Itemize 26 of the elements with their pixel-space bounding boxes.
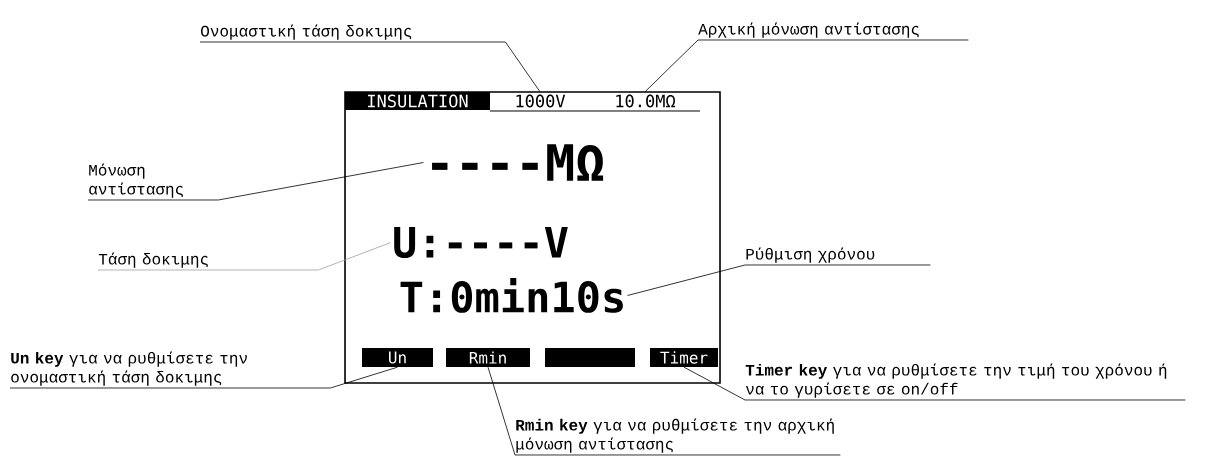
callout-text: Ρύθμιση χρόνου <box>746 247 875 263</box>
leader-line <box>487 366 841 456</box>
leader-line <box>683 366 1186 401</box>
header-value: 10.0MΩ <box>616 94 676 108</box>
leader-line <box>9 366 398 389</box>
leader-line <box>627 264 931 296</box>
header-value: 1000V <box>516 94 566 108</box>
soft-key: Timer <box>650 348 718 367</box>
callout-text: Μόνωση αντίστασης <box>89 163 183 198</box>
soft-key: Rmin <box>446 348 530 367</box>
leader-line <box>644 39 969 93</box>
readout-value: U:----V <box>394 226 568 259</box>
soft-key <box>545 348 635 367</box>
callout-text: Αρχική μόνωση αντίστασης <box>698 22 919 38</box>
leader-line <box>199 41 541 93</box>
callout-text: Τάση δοκιμης <box>98 252 208 268</box>
leader-line <box>87 162 424 201</box>
leader-line <box>97 242 392 271</box>
callout-text: Ονομαστική τάση δοκιμης <box>201 24 412 40</box>
readout-value: T:0min10s <box>400 278 623 313</box>
callout-text: Rmin key για να ρυθμίσετε την αρχική μόνωση αντίστασης <box>516 418 834 453</box>
callout-text: Timer key για να ρυθμίσετε την τιμή του χρόνου ή να το γυρίσετε σε on/off <box>745 363 1167 398</box>
callout-text: Un key για να ρυθμίσετε την ονομαστική τάση δοκιμης <box>11 351 247 386</box>
soft-key: Un <box>362 348 433 367</box>
readout-value: ----MΩ <box>432 144 604 181</box>
lcd-screen <box>344 91 721 384</box>
